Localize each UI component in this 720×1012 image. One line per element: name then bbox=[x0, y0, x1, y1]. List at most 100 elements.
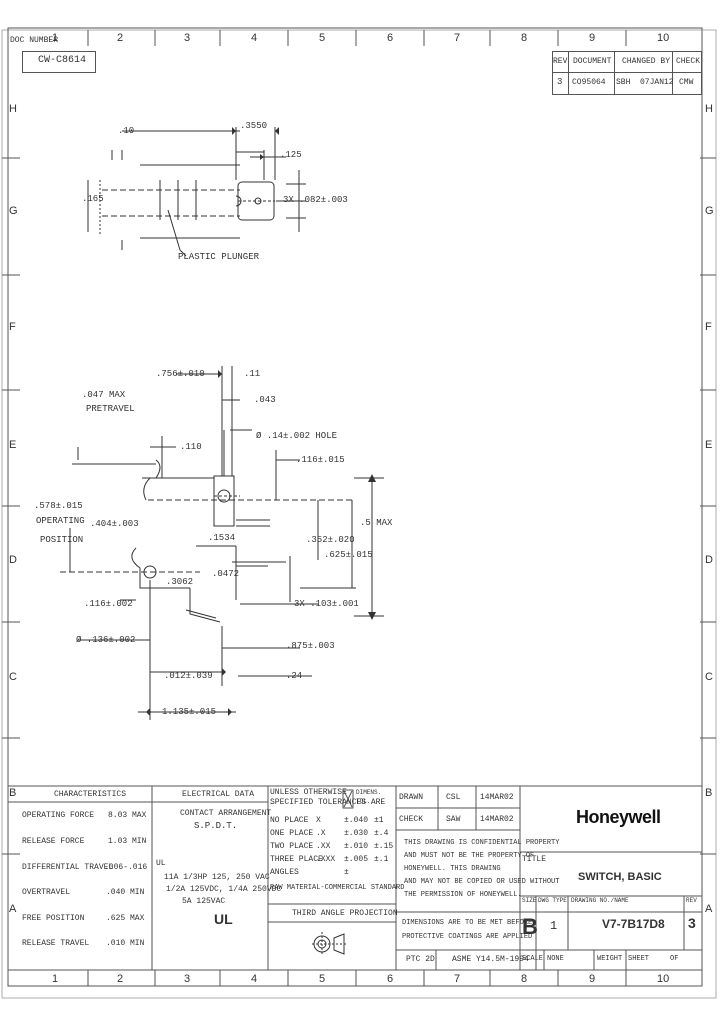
dwg-no-value: V7-7B17D8 bbox=[602, 917, 665, 931]
dim-side-24: .352±.020 bbox=[306, 535, 355, 545]
dim-side-404: .404±.003 bbox=[90, 519, 139, 529]
rev-value-document: CO95064 bbox=[572, 78, 606, 87]
zone-row-f-right: F bbox=[705, 321, 712, 333]
tol-row-0-label: NO PLACE bbox=[270, 816, 309, 825]
zone-col-5-top: 5 bbox=[318, 32, 326, 44]
zone-col-2-top: 2 bbox=[116, 32, 124, 44]
note-pretravel: PRETRAVEL bbox=[86, 404, 135, 414]
dwg-type-label: DWG TYPE bbox=[538, 897, 567, 904]
notice-line-2: AND MUST NOT BE THE PROPERTY OF bbox=[404, 852, 535, 860]
char-value-operating-force: 8.03 MAX bbox=[108, 811, 147, 820]
dim-side-116: .116±.015 bbox=[296, 455, 345, 465]
size-value: B bbox=[522, 914, 538, 939]
zone-col-6-top: 6 bbox=[386, 32, 394, 44]
zone-col-9-top: 9 bbox=[588, 32, 596, 44]
rev-value-changed-by: SBH bbox=[616, 78, 631, 87]
tol-material: RAW MATERIAL-COMMERCIAL STANDARD bbox=[270, 884, 405, 892]
zone-row-d-left: D bbox=[9, 554, 17, 566]
ul-mark: UL bbox=[214, 911, 233, 927]
tol-row-1-c: ±.4 bbox=[374, 829, 389, 838]
zone-row-h-right: H bbox=[705, 103, 713, 115]
doc-number-box bbox=[22, 51, 96, 73]
projection-label: THIRD ANGLE PROJECTION bbox=[292, 909, 398, 918]
zone-row-d-right: D bbox=[705, 554, 713, 566]
dim-side-012: .875±.003 bbox=[286, 641, 335, 651]
notice-line-4: AND MAY NOT BE COPIED OR USED WITHOUT bbox=[404, 878, 560, 886]
rev-header-document: DOCUMENT bbox=[573, 57, 612, 66]
zone-col-8-bottom: 8 bbox=[520, 973, 528, 985]
dim-side-043: .043 bbox=[254, 395, 276, 405]
projection-symbol-icon bbox=[312, 932, 346, 956]
tol-header-2: SPECIFIED TOLERANCES ARE bbox=[270, 798, 386, 807]
rating-line-1: 11A 1/3HP 125, 250 VAC bbox=[164, 873, 270, 882]
zone-row-c-right: C bbox=[705, 671, 713, 683]
title-label: TITLE bbox=[522, 855, 547, 864]
title-value: SWITCH, BASIC bbox=[578, 871, 662, 883]
char-value-free-position: .625 MAX bbox=[106, 914, 145, 923]
char-label-free-position: FREE POSITION bbox=[22, 914, 85, 923]
char-value-differential-travel: .006-.016 bbox=[104, 863, 148, 872]
dim-side-3062: .3062 bbox=[166, 577, 194, 587]
dim-side-756: .756±.010 bbox=[156, 369, 205, 379]
zone-row-f-left: F bbox=[9, 321, 16, 333]
title-block-grid bbox=[8, 785, 702, 971]
dim-side-dia-136: Ø .136±.002 bbox=[76, 635, 136, 645]
tol-row-1-label: ONE PLACE bbox=[270, 829, 314, 838]
tol-row-2-label: TWO PLACE bbox=[270, 842, 314, 851]
char-label-release-force: RELEASE FORCE bbox=[22, 837, 85, 846]
rev-header-check: CHECK bbox=[676, 57, 701, 66]
dim-side-hole: Ø .14±.002 HOLE bbox=[256, 431, 338, 441]
zone-row-b-right: B bbox=[705, 787, 713, 799]
zone-col-8-top: 8 bbox=[520, 32, 528, 44]
tol-std-text-2: TOL. bbox=[356, 798, 371, 805]
dim-note-line-1: DIMENSIONS ARE TO BE MET BEFORE bbox=[402, 919, 533, 927]
dim-side-116-002: .116±.002 bbox=[84, 599, 133, 609]
char-label-operating-force: OPERATING FORCE bbox=[22, 811, 95, 820]
footer-asme: ASME Y14.5M-1994 bbox=[452, 955, 529, 964]
dim-side-875: .012±.039 bbox=[164, 671, 213, 681]
dim-side-3x-103: 3X .103±.001 bbox=[294, 599, 359, 609]
rev-value-rev: 3 bbox=[557, 77, 563, 87]
zone-col-10-bottom: 10 bbox=[657, 973, 670, 985]
dim-side-352: .24 bbox=[286, 671, 303, 681]
rev-label: REV bbox=[686, 897, 697, 904]
dim-side-1534: .1534 bbox=[208, 533, 236, 543]
characteristics-header: CHARACTERISTICS bbox=[54, 790, 127, 799]
dim-side-5max: .5 MAX bbox=[360, 518, 393, 528]
scale-label: SCALE bbox=[522, 955, 544, 963]
char-value-release-force: 1.03 MIN bbox=[108, 837, 147, 846]
zone-row-e-right: E bbox=[705, 439, 713, 451]
zone-row-a-left: A bbox=[9, 903, 17, 915]
tol-row-0-c: ±1 bbox=[374, 816, 384, 825]
zone-col-5-bottom: 5 bbox=[318, 973, 326, 985]
rev-value: 3 bbox=[688, 915, 696, 931]
dim-side-0472: .0472 bbox=[212, 569, 240, 579]
zone-row-e-left: E bbox=[9, 439, 17, 451]
zone-col-9-bottom: 9 bbox=[588, 973, 596, 985]
revision-block-divider bbox=[552, 72, 702, 73]
approval-drawn-label: DRAWN bbox=[399, 793, 424, 802]
zone-col-7-top: 7 bbox=[453, 32, 461, 44]
zone-col-3-bottom: 3 bbox=[183, 973, 191, 985]
side-view-drawing bbox=[60, 366, 384, 720]
notice-line-5: THE PERMISSION OF HONEYWELL. bbox=[404, 891, 522, 899]
dim-top-010: .10 bbox=[118, 126, 135, 136]
tol-header-1: UNLESS OTHERWISE bbox=[270, 788, 347, 797]
dim-top-165: .165 bbox=[82, 194, 104, 204]
char-label-differential-travel: DIFFERENTIAL TRAVEL bbox=[22, 863, 114, 872]
zone-row-a-right: A bbox=[705, 903, 713, 915]
tol-row-1-b: ±.030 bbox=[344, 829, 369, 838]
footer-cad: PTC 2D bbox=[406, 955, 435, 964]
rev-value-check: CMW bbox=[679, 78, 694, 87]
zone-col-7-bottom: 7 bbox=[453, 973, 461, 985]
top-view-drawing bbox=[87, 127, 306, 257]
note-position: POSITION bbox=[40, 535, 84, 545]
tol-row-4-b: ± bbox=[344, 868, 349, 877]
callout-plastic-plunger: PLASTIC PLUNGER bbox=[178, 252, 260, 262]
sheet-of: OF bbox=[670, 955, 679, 963]
approval-drawn-name: CSL bbox=[446, 793, 461, 802]
char-value-overtravel: .040 MIN bbox=[106, 888, 145, 897]
zone-row-g-left: G bbox=[9, 205, 18, 217]
dim-side-110: .110 bbox=[180, 442, 202, 452]
